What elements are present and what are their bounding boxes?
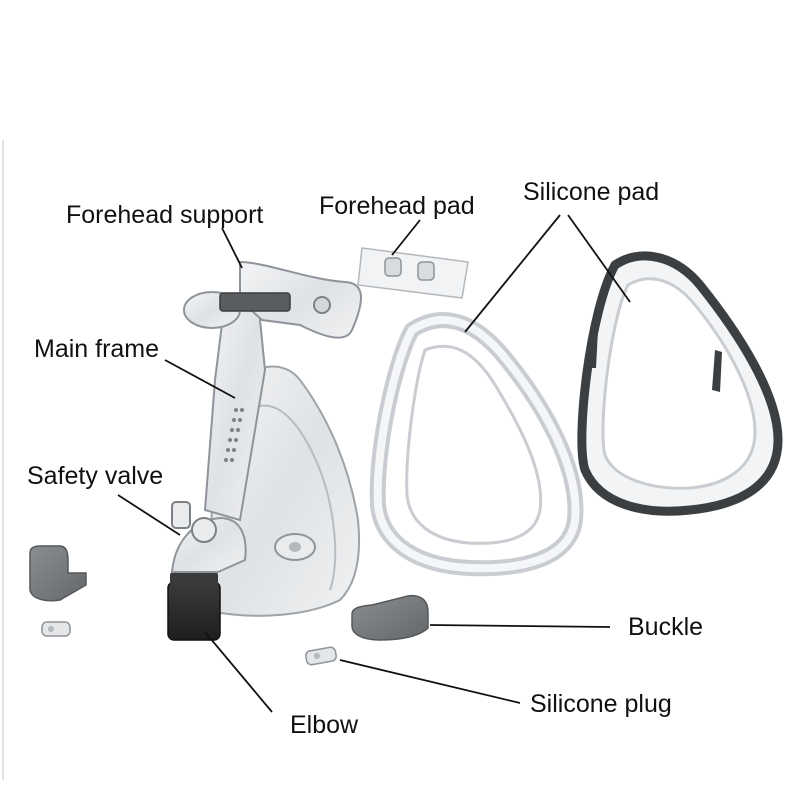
- label-forehead-support: Forehead support: [66, 201, 264, 229]
- label-elbow: Elbow: [290, 711, 359, 739]
- spare-buckle-part: [29, 545, 87, 602]
- leader-forehead-pad: [391, 219, 421, 256]
- leader-buckle: [429, 624, 611, 628]
- silicone-plug-part: [305, 646, 337, 666]
- safety-valve-part: [171, 501, 217, 543]
- leader-lines: [117, 214, 631, 713]
- silicone-cushion-clear-part: [369, 312, 584, 577]
- leader-main-frame: [164, 359, 236, 399]
- leader-silicone-pad-dark: [567, 214, 631, 303]
- label-main-frame: Main frame: [34, 335, 160, 363]
- label-forehead-pad: Forehead pad: [319, 192, 475, 220]
- label-silicone-plug: Silicone plug: [530, 690, 672, 718]
- leader-silicone-pad-clear: [464, 214, 561, 333]
- label-safety-valve: Safety valve: [27, 462, 164, 490]
- leader-silicone-plug: [339, 659, 521, 704]
- spare-silicone-plug-part: [41, 621, 71, 637]
- silicone-cushion-dark-rim-part: [577, 251, 783, 516]
- leader-elbow: [204, 631, 273, 713]
- main-frame-part: [203, 299, 361, 617]
- forehead-pad-part: [357, 247, 469, 299]
- label-silicone-pad: Silicone pad: [523, 178, 660, 206]
- forehead-support-part: [183, 260, 363, 339]
- leader-forehead-support: [221, 227, 243, 269]
- elbow-part: [167, 516, 247, 641]
- label-buckle: Buckle: [628, 613, 704, 641]
- leader-safety-valve: [117, 494, 181, 536]
- buckle-part: [351, 594, 429, 641]
